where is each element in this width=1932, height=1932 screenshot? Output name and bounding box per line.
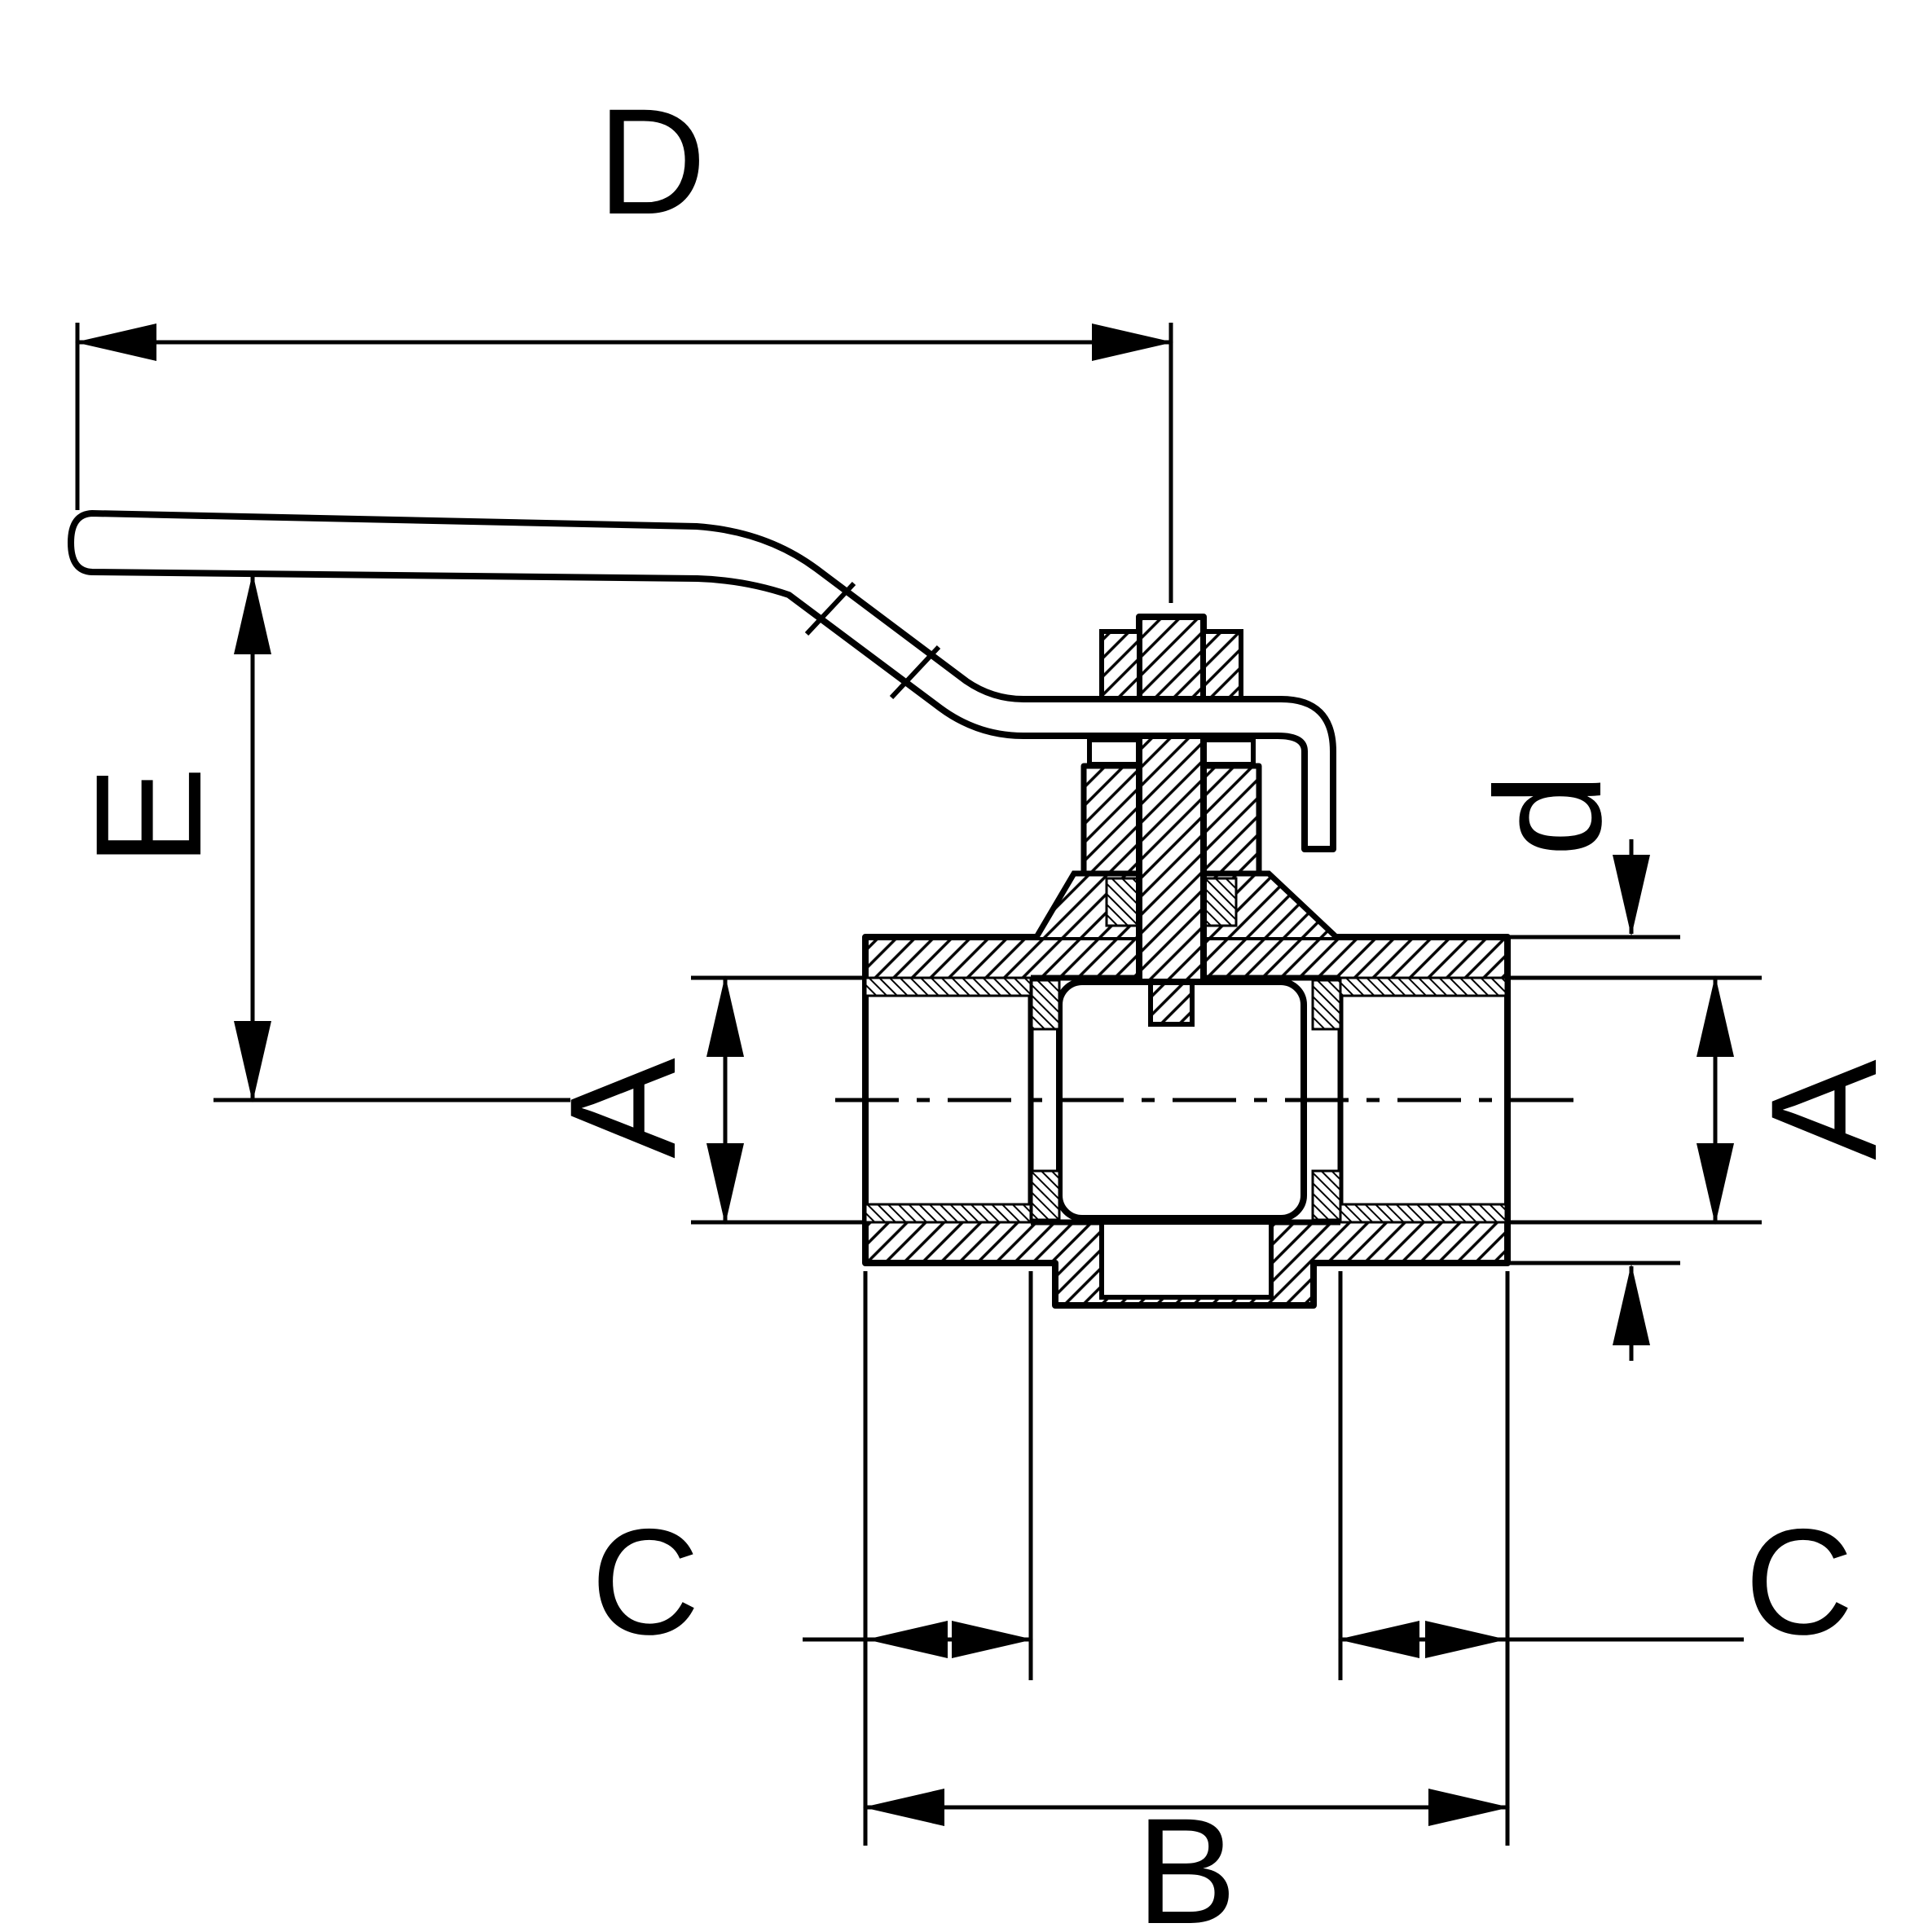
ball-seat-top-right	[1311, 979, 1342, 1031]
dim-label-A-right: A	[1741, 1059, 1908, 1160]
ball-seat-bottom-left	[1030, 1169, 1061, 1221]
dimension-C-left: C	[591, 1271, 1034, 1680]
stem-nut-left	[1099, 629, 1142, 702]
thread-zone-left-bottom	[864, 1203, 1032, 1224]
washer-right	[1201, 737, 1256, 767]
gland-nut-right	[1200, 763, 1262, 877]
gland-nut-left	[1080, 763, 1142, 877]
stem-drive-tab	[1148, 979, 1195, 1027]
dimension-A-left: A	[539, 975, 862, 1226]
dimension-A-right: A	[1509, 975, 1908, 1226]
body-outline	[862, 934, 1511, 1309]
stem-nut-right	[1201, 629, 1243, 702]
dimension-d: d	[1465, 773, 1680, 1361]
handle-outline	[68, 510, 1336, 852]
dim-label-C-right: C	[1745, 1499, 1854, 1666]
dimension-C-right: C	[1337, 1271, 1854, 1680]
packing-right	[1202, 877, 1238, 927]
thread-zone-left-top	[864, 976, 1032, 997]
dimension-D: D	[74, 78, 1174, 603]
dimension-E: E	[65, 572, 570, 1103]
dim-label-d: d	[1465, 773, 1633, 857]
dimension-B: B	[862, 1271, 1511, 1932]
handle-bend-tick-2	[889, 645, 941, 700]
ball-seat-top-left	[1030, 979, 1061, 1031]
handle-bend-tick-1	[804, 581, 856, 636]
stem	[1136, 614, 1207, 985]
dim-label-C-left: C	[591, 1499, 700, 1666]
body-wall-hatch-top-left	[865, 937, 1139, 978]
ball-seat-bottom-right	[1311, 1169, 1342, 1221]
valve-stem-assembly	[1033, 614, 1339, 985]
dim-label-A-left: A	[539, 1058, 707, 1159]
dim-label-D: D	[597, 78, 706, 246]
valve-body	[862, 934, 1511, 1309]
packing-left	[1105, 877, 1141, 927]
thread-zone-right-top	[1339, 976, 1507, 997]
washer-left	[1087, 737, 1142, 767]
dim-label-B: B	[1136, 1788, 1236, 1932]
valve-handle	[68, 510, 1336, 852]
dim-label-E: E	[65, 766, 233, 866]
seat-retainer	[1099, 1220, 1274, 1300]
thread-zone-right-bottom	[1339, 1203, 1507, 1224]
body-wall-hatch-top-right	[1204, 937, 1507, 978]
